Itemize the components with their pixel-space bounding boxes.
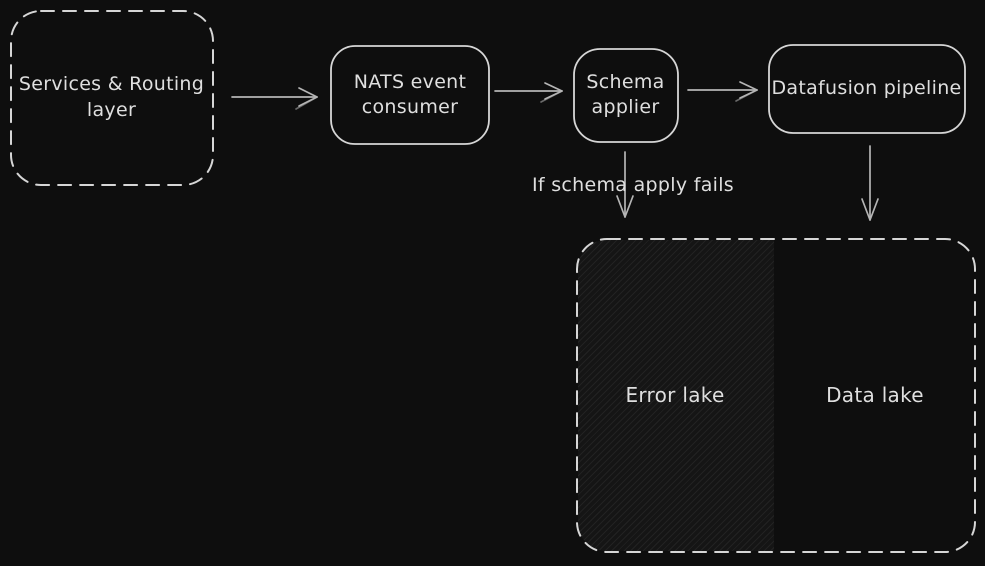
node-schema-applier: Schema applier [586,70,665,118]
arrow-datafusion-to-data-lake [861,145,879,221]
arrow-services-to-nats [231,87,318,110]
arrow-schema-to-datafusion [687,81,758,102]
node-datafusion-pipeline: Datafusion pipeline [771,76,962,99]
edge-label-if-schema-apply-fails: If schema apply fails [531,174,734,197]
arrow-nats-to-schema [494,82,563,103]
node-data-lake: Data lake [826,383,924,408]
node-nats-event-consumer: NATS event consumer [353,70,467,118]
node-error-lake: Error lake [625,383,725,408]
node-services-routing-layer: Services & Routing layer [18,73,205,121]
